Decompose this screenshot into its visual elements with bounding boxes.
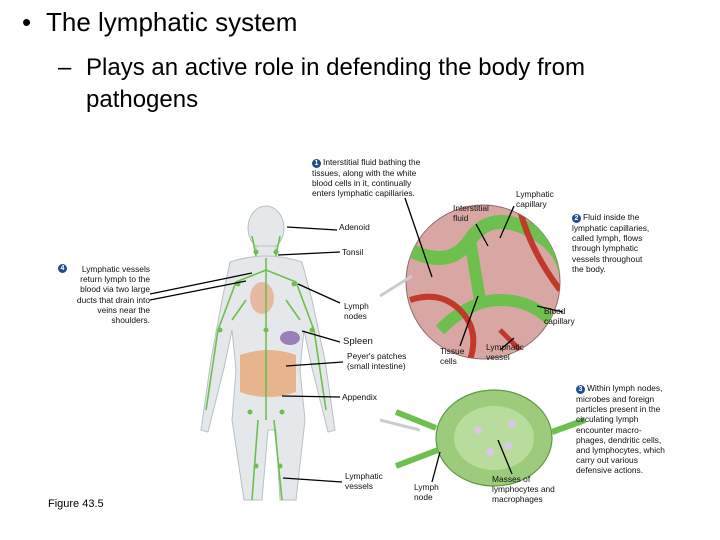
bullet-2-text: Plays an active role in defending the bo… <box>86 54 585 113</box>
step-1-badge: 1 <box>312 159 321 168</box>
zoom-arrow-1 <box>379 274 413 298</box>
label-appendix: Appendix <box>342 392 377 402</box>
step-3-text: Within lymph nodes, microbes and foreign… <box>576 383 665 476</box>
callout-step-4: 4 Lymphatic vessels return lymph to the b… <box>58 264 150 326</box>
label-peyers-patches: Peyer's patches (small intestine) <box>347 351 407 372</box>
heart-organ <box>250 282 274 314</box>
label-interstitial-fluid: Interstitial fluid <box>453 203 489 224</box>
slide-bullet-1: • The lymphatic system <box>22 6 297 38</box>
step-4-text: Lymphatic vessels return lymph to the bl… <box>76 264 150 326</box>
lymph-node-dots <box>217 249 315 469</box>
label-lymphatic-vessels: Lymphatic vessels <box>345 471 383 492</box>
bullet-dash: – <box>58 54 72 81</box>
label-blood-capillary: Blood capillary <box>544 306 575 327</box>
step-2-badge: 2 <box>572 214 581 223</box>
leader-lines <box>149 197 564 483</box>
slide-bullet-2: – Plays an active role in defending the … <box>58 52 678 116</box>
figure-caption: Figure 43.5 <box>48 498 104 510</box>
lymph-node-closeup <box>394 389 587 487</box>
lymphatic-network <box>205 235 327 501</box>
intestine-organ <box>240 350 296 397</box>
label-lymphatic-capillary: Lymphatic capillary <box>516 189 554 210</box>
label-lymph-node: Lymph node <box>414 482 439 503</box>
bullet-dot: • <box>22 7 32 37</box>
label-masses: Masses of lymphocytes and macrophages <box>492 474 555 505</box>
label-lymph-nodes: Lymph nodes <box>344 301 369 322</box>
tissue-closeup <box>405 204 561 360</box>
step-3-badge: 3 <box>576 385 585 394</box>
label-adenoid: Adenoid <box>339 222 370 232</box>
step-1-text: Interstitial fluid bathing the tissues, … <box>312 157 421 199</box>
label-tissue-cells: Tissue cells <box>440 346 465 367</box>
spleen-organ <box>280 331 300 345</box>
label-lymphatic-vessel: Lymphatic vessel <box>486 342 524 363</box>
bullet-1-text: The lymphatic system <box>46 7 298 37</box>
label-spleen: Spleen <box>343 336 373 347</box>
step-2-text: Fluid inside the lymphatic capillaries, … <box>572 212 650 274</box>
zoom-arrow-2 <box>379 418 421 432</box>
step-4-badge: 4 <box>58 264 67 273</box>
label-tonsil: Tonsil <box>342 247 364 257</box>
